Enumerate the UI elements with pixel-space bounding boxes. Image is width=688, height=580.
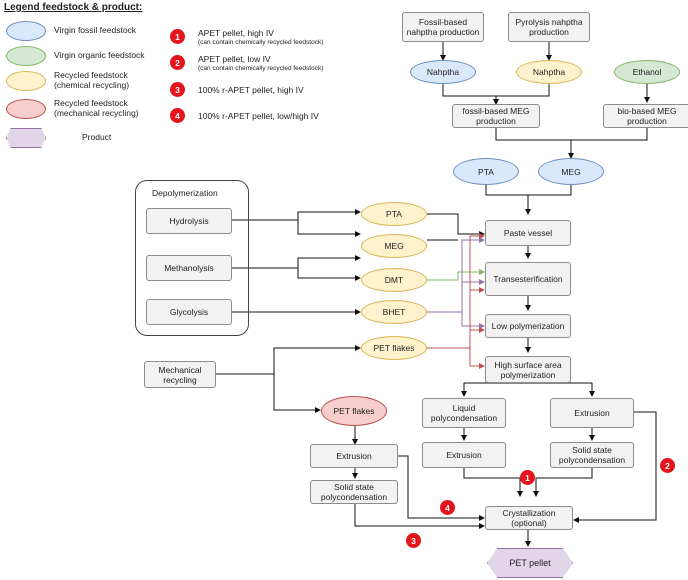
legend-swatch-chemical-recycling <box>6 71 46 91</box>
legend-label-product: Product <box>82 132 112 142</box>
legend-title: Legend feedstock & product: <box>4 2 143 13</box>
depolymerization-title: Depolymerization <box>152 188 218 198</box>
route-badge-diagram-1: 1 <box>520 470 535 485</box>
pet-flakes-chemical-node: PET flakes <box>361 336 427 360</box>
route-badge-diagram-2: 2 <box>660 458 675 473</box>
route-label-3: 100% r-APET pellet, high IV <box>198 85 304 95</box>
legend-label-virgin-fossil: Virgin fossil feedstock <box>54 25 137 35</box>
route-badge-4: 4 <box>170 108 185 123</box>
route-badge-3: 3 <box>170 82 185 97</box>
meg-recycled-node: MEG <box>361 234 427 258</box>
extrusion-right-box: Extrusion <box>550 398 634 428</box>
legend-label-virgin-organic: Virgin organic feedstock <box>54 50 145 60</box>
route-label-2: APET pellet, low IV(can contain chemical… <box>198 54 324 72</box>
route-badge-diagram-4: 4 <box>440 500 455 515</box>
legend-label-mechanical-recycling: Recycled feedstock(mechanical recycling) <box>54 98 139 118</box>
low-polymerization-box: Low polymerization <box>485 314 571 338</box>
legend-swatch-virgin-fossil <box>6 21 46 41</box>
legend-swatch-virgin-organic <box>6 46 46 66</box>
meg-virgin-node: MEG <box>538 158 604 185</box>
hydrolysis-box: Hydrolysis <box>146 208 232 234</box>
pet-pellet-product: PET pellet <box>487 548 573 578</box>
route-badge-2: 2 <box>170 55 185 70</box>
pta-recycled-node: PTA <box>361 202 427 226</box>
route-badge-diagram-3: 3 <box>406 533 421 548</box>
methanolysis-box: Methanolysis <box>146 255 232 281</box>
glycolysis-box: Glycolysis <box>146 299 232 325</box>
legend-swatch-product <box>6 128 46 148</box>
route-label-4: 100% r-APET pellet, low/high IV <box>198 111 319 121</box>
pta-virgin-node: PTA <box>453 158 519 185</box>
naphtha-pyrolysis-node: Nahptha <box>516 60 582 84</box>
legend-swatch-mechanical-recycling <box>6 99 46 119</box>
paste-vessel-box: Paste vessel <box>485 220 571 246</box>
extrusion-middle-box: Extrusion <box>422 442 506 468</box>
legend-label-chemical-recycling: Recycled feedstock(chemical recycling) <box>54 70 130 90</box>
bhet-node: BHET <box>361 300 427 324</box>
ethanol-node: Ethanol <box>614 60 680 84</box>
dmt-node: DMT <box>361 268 427 292</box>
route-badge-1: 1 <box>170 29 185 44</box>
route-label-1: APET pellet, high IV(can contain chemica… <box>198 28 324 46</box>
extrusion-left-box: Extrusion <box>310 444 398 468</box>
depolymerization-group <box>135 180 249 336</box>
pet-flakes-mechanical-node: PET flakes <box>321 396 387 426</box>
crystallization-box: Crystallization(optional) <box>485 506 573 530</box>
transesterification-box: Transesterification <box>485 262 571 296</box>
naphtha-fossil-node: Nahptha <box>410 60 476 84</box>
